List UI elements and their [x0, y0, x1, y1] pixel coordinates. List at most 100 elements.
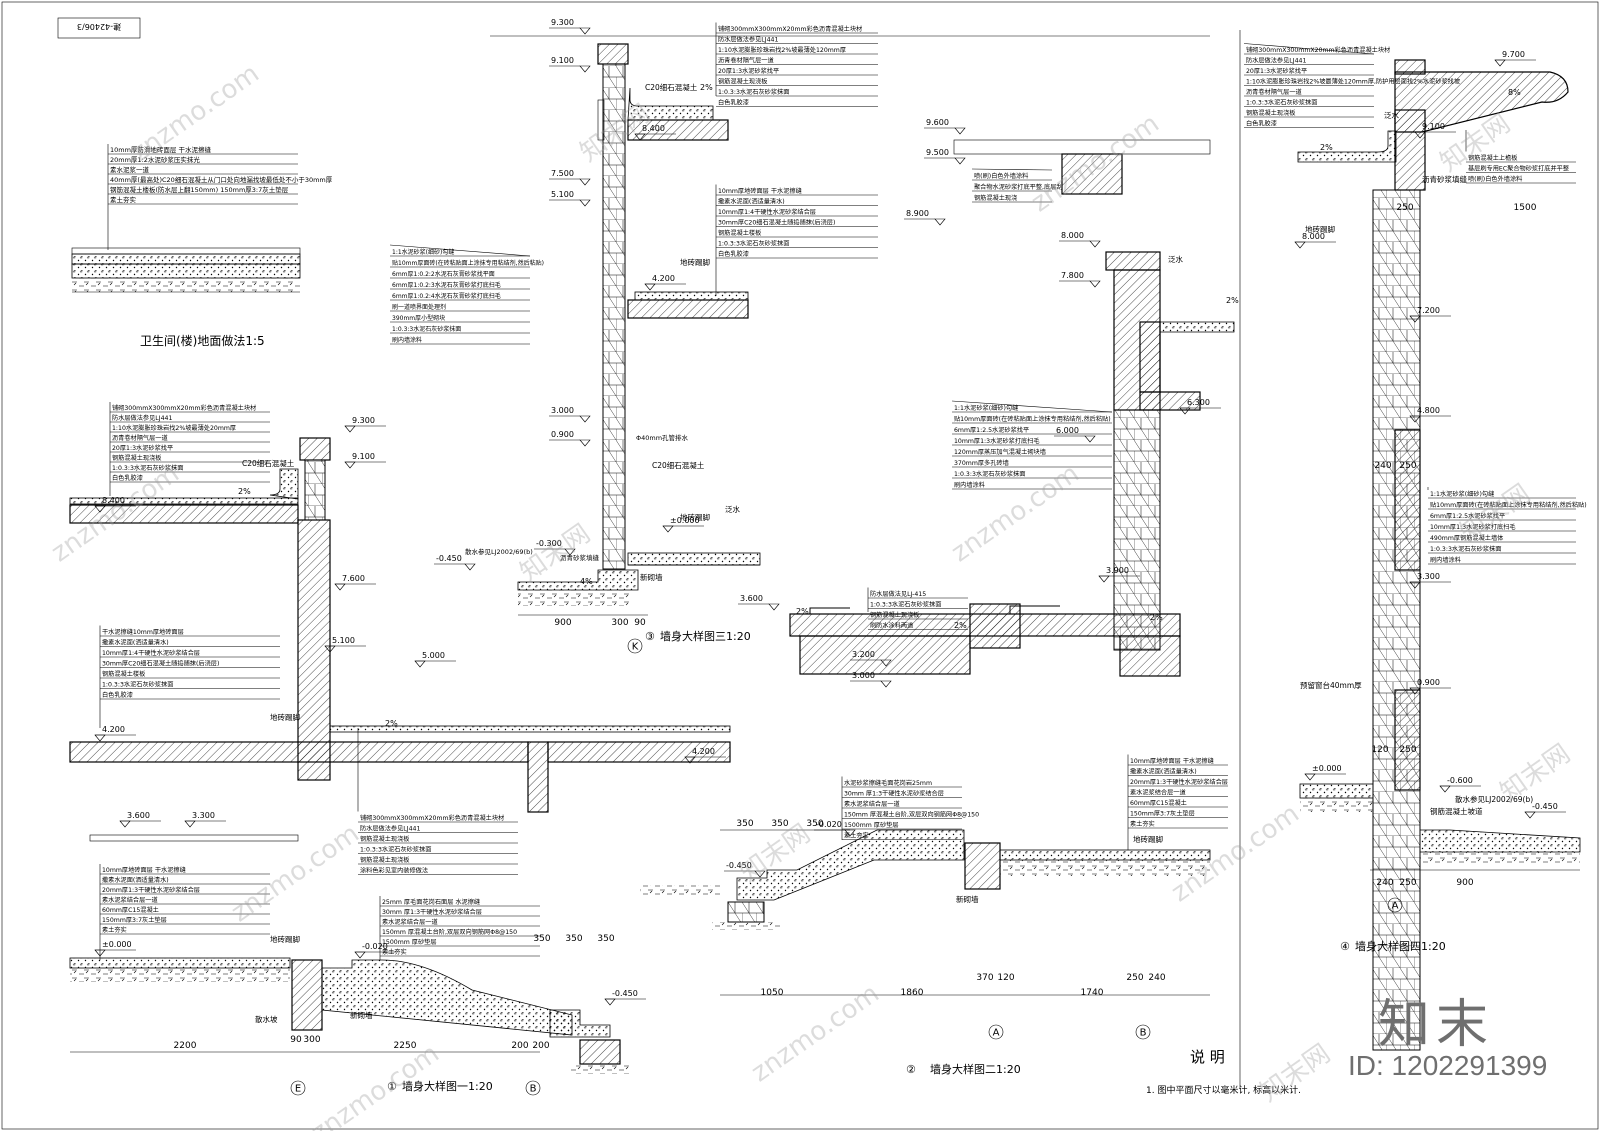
layer-callout: 防水层做法参见LJ441	[1246, 57, 1306, 65]
annotation-label: 散水参见LJ2002/69(b)	[465, 547, 533, 556]
layer-callout: 白色乳胶漆	[1246, 120, 1277, 128]
layer-callout: 10mm厚1:3水泥砂浆打底扫毛	[954, 437, 1040, 445]
watermark-text: znzmo.com	[1026, 109, 1165, 219]
layer-callout: 钢筋混凝土上檐板	[1468, 154, 1518, 162]
axis-bubble	[988, 1024, 1004, 1040]
layer-callout: 铺砌300mmX300mmX20mm彩色沥青混凝土块材	[360, 814, 504, 822]
dimension-label: 250	[1399, 461, 1416, 471]
elevation-label: 4.200	[652, 274, 675, 283]
elevation-label: ±0.000	[102, 940, 132, 949]
layer-callout: 30mm厚C20细石混凝土随捣随抹(后浇层)	[718, 219, 835, 227]
layer-callout: 素土夯实	[110, 195, 137, 204]
axis-label: K	[632, 642, 639, 653]
layer-callout: 撒素水泥面(洒适量清水)	[102, 876, 169, 884]
layer-callout: 铺砌300mmX300mmX20mm彩色沥青混凝土块材	[718, 25, 862, 33]
layer-callout: 1:0.3:3水泥石灰砂浆抹面	[1246, 99, 1317, 107]
watermark-text: 知末网	[1495, 739, 1576, 808]
elevation-label: 3.300	[192, 811, 215, 820]
annotation-label: 散水参见LJ2002/69(b)	[1455, 794, 1533, 804]
layer-callout: 1:0.3:3水泥石灰砂浆抹面	[870, 601, 941, 609]
layer-callout: 1:1水泥砂浆(细砂)勾缝	[954, 404, 1018, 412]
wall3-number: ③	[645, 630, 655, 643]
layer-callout: 1:0.3:3水泥石灰砂浆抹面	[102, 681, 173, 689]
elevation-label: 3.300	[1417, 572, 1440, 581]
dimension-label: 250	[1396, 203, 1413, 213]
layer-callout: 1:10水泥膨胀珍珠岩找2%坡最薄处120mm厚	[718, 46, 846, 54]
layer-callout: 10mm厚防滑地砖面层 干水泥擦缝	[110, 145, 212, 154]
layer-callout: 6mm厚1:2.5水泥砂浆找平	[954, 426, 1029, 434]
elevation-label: 5.100	[332, 636, 355, 645]
layer-callout: 贴10mm厚面砖(在砖粘贴面上涂抹专用粘结剂,然后粘贴)	[392, 259, 544, 267]
layer-callout: 钢筋混凝土现浇板	[360, 835, 410, 843]
layer-callout: 聚合物水泥砂浆打底平整,底层刮	[974, 183, 1063, 191]
dimension-label: 240	[1148, 973, 1165, 983]
layer-callout: 1:0.3:3水泥石灰砂浆抹面	[954, 470, 1025, 478]
elevation-label: 4.200	[692, 747, 715, 756]
layer-callout: 1:0.3:3水泥石灰砂浆抹面	[392, 325, 461, 333]
toilet-floor-detail: 10mm厚防滑地砖面层 干水泥擦缝20mm厚1:2水泥砂浆压实抹光素水泥浆一道4…	[71, 144, 333, 348]
elevation-label: 3.600	[127, 811, 150, 820]
dimension-label: 250	[1399, 878, 1416, 888]
elevation-label: 4.200	[102, 725, 125, 734]
layer-callout: 490mm厚钢筋混凝土墙体	[1430, 534, 1504, 542]
layer-callout: 1500mm 厚砂垫层	[844, 821, 899, 829]
layer-callout: 1:10水泥膨胀珍珠岩找2%坡最薄处20mm厚	[112, 424, 236, 432]
layer-callout: 防水层做法参见LJ441	[112, 414, 172, 422]
layer-callout: 390mm厚小型砌块	[392, 314, 445, 322]
annotation-label: 2%	[1150, 613, 1163, 622]
layer-callout: 素水泥浆结合层一道	[1130, 789, 1186, 797]
layer-callout: 10mm厚1:4干硬性水泥砂浆结合层	[102, 649, 200, 657]
elevation-label: ±0.000	[670, 516, 700, 525]
wall-detail-4: 铺砌300mmX300mmX20mm彩色沥青混凝土块材防水层做法参见LJ4412…	[1243, 43, 1587, 1051]
elevation-label: 7.600	[342, 574, 365, 583]
layer-callout: 白色乳胶漆	[112, 474, 143, 482]
elevation-label: 8.000	[1061, 231, 1084, 240]
elevation-label: 8.400	[642, 124, 665, 133]
dimension-label: 370	[976, 973, 993, 983]
annotation-label: 2%	[385, 719, 398, 728]
layer-callout: 20mm厚1:3干硬性水泥砂浆结合层	[1130, 778, 1228, 786]
layer-callout: 刷一道喷界面处理剂	[392, 303, 446, 311]
layer-callout: 贴10mm厚面砖(在砖粘贴面上涂抹专用粘结剂,然后粘贴)	[1430, 501, 1587, 509]
axis-label: A	[993, 1028, 1000, 1039]
elevation-label: 3.900	[1106, 566, 1129, 575]
elevation-label: 9.500	[926, 148, 949, 157]
annotation-label: C20细石混凝土	[242, 458, 295, 468]
axis-label: A	[1392, 901, 1399, 912]
axis-bubble	[525, 1080, 541, 1096]
annotation-label: 预留窗台40mm厚	[1300, 680, 1362, 690]
elevation-label: 8.900	[906, 209, 929, 218]
layer-callout: 白色乳胶漆	[102, 691, 133, 699]
layer-callout: 素水泥浆结合层一道	[382, 918, 438, 926]
wall-detail-3: 铺砌300mmX300mmX20mm彩色沥青混凝土块材防水层做法参见LJ4411…	[389, 18, 878, 654]
elevation-label: 9.100	[1422, 122, 1445, 131]
elevation-label: 7.800	[1061, 271, 1084, 280]
elevation-label: -0.020	[362, 942, 388, 951]
dimension-label: 350	[806, 819, 823, 829]
toilet-floor-title: 卫生间(楼)地面做法1:5	[140, 333, 265, 348]
layer-callout: 白色乳胶漆	[718, 99, 749, 107]
dimension-label: 300	[611, 618, 628, 628]
wall3-title: 墙身大样图三1:20	[660, 629, 751, 643]
dimension-label: 120	[997, 973, 1014, 983]
layer-callout: 防水层做法见LJ-415	[870, 590, 926, 598]
elevation-label: -0.450	[612, 989, 638, 998]
axis-bubble	[1387, 897, 1403, 913]
wall1-number: ①	[387, 1080, 397, 1093]
layer-callout: 防水层做法参见LJ441	[360, 825, 420, 833]
annotation-label: 2%	[954, 621, 967, 630]
axis-bubble	[290, 1080, 306, 1096]
axis-label: B	[530, 1084, 537, 1095]
elevation-label: 0.900	[551, 430, 574, 439]
annotation-label: 8%	[1508, 88, 1521, 97]
layer-callout: 1:1水泥砂浆(细砂)勾缝	[392, 248, 454, 256]
wall4-title: 墙身大样图四1:20	[1355, 939, 1446, 953]
layer-callout: 沥青卷材隔气层一道	[112, 434, 168, 442]
layer-callout: 沥青卷材隔气层一道	[1246, 88, 1302, 96]
elevation-label: ±0.000	[1312, 764, 1342, 773]
layer-callout: 1:1水泥砂浆(细砂)勾缝	[1430, 490, 1494, 498]
elevation-label: 9.600	[926, 118, 949, 127]
layer-callout: 1:0.3:3水泥石灰砂浆抹面	[112, 464, 183, 472]
dimension-label: 200	[532, 1041, 549, 1051]
